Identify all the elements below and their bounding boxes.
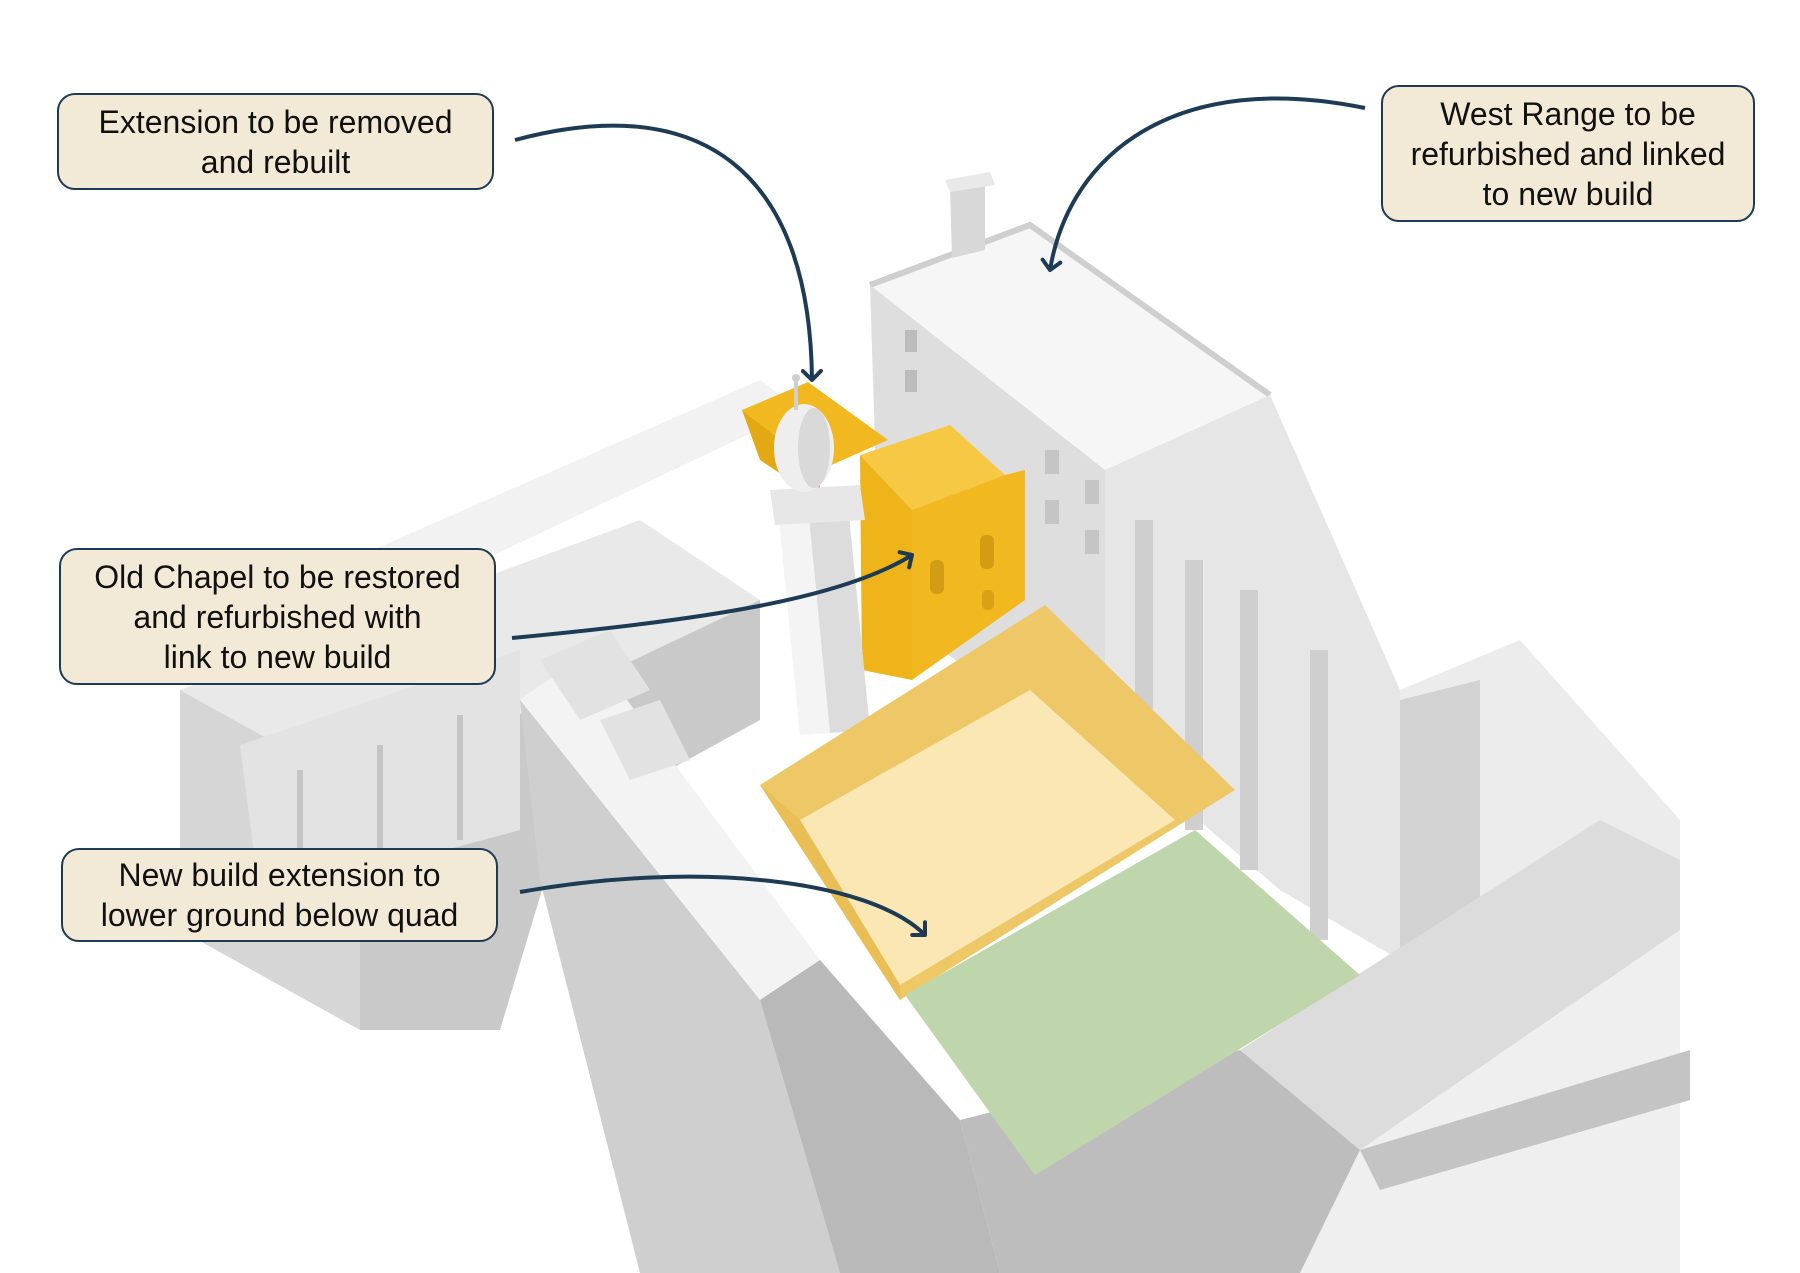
leader-arrows [511, 96, 1366, 938]
callout-extension: Extension to be removed and rebuilt [57, 93, 494, 190]
callout-new-build-line-1: New build extension to [118, 857, 441, 893]
arrow-to-west-range [1040, 96, 1366, 272]
callout-old-chapel-line-1: Old Chapel to be restored [94, 558, 461, 595]
chapel-tower [770, 374, 870, 735]
arrow-to-old-chapel [511, 550, 914, 640]
callout-old-chapel-line-3: link to new build [163, 638, 392, 675]
arrow-to-extension [514, 123, 823, 382]
callout-extension-line-2: and rebuilt [200, 143, 351, 180]
callout-new-build-line-2: lower ground below quad [100, 897, 459, 933]
callout-west-range-line-2: refurbished and linked [1410, 135, 1726, 172]
callout-west-range: West Range to be refurbished and linked … [1381, 85, 1755, 222]
callout-west-range-line-3: to new build [1482, 175, 1654, 212]
callout-new-build: New build extension to lower ground belo… [61, 848, 498, 942]
front-left-range-building [520, 630, 1000, 1273]
callout-west-range-line-1: West Range to be [1440, 95, 1696, 132]
arrow-to-new-build [519, 874, 927, 938]
callout-old-chapel: Old Chapel to be restored and refurbishe… [59, 548, 496, 685]
callout-old-chapel-line-2: and refurbished with [133, 598, 422, 635]
callout-extension-line-1: Extension to be removed [98, 103, 453, 140]
quad-lawn [905, 830, 1360, 1175]
